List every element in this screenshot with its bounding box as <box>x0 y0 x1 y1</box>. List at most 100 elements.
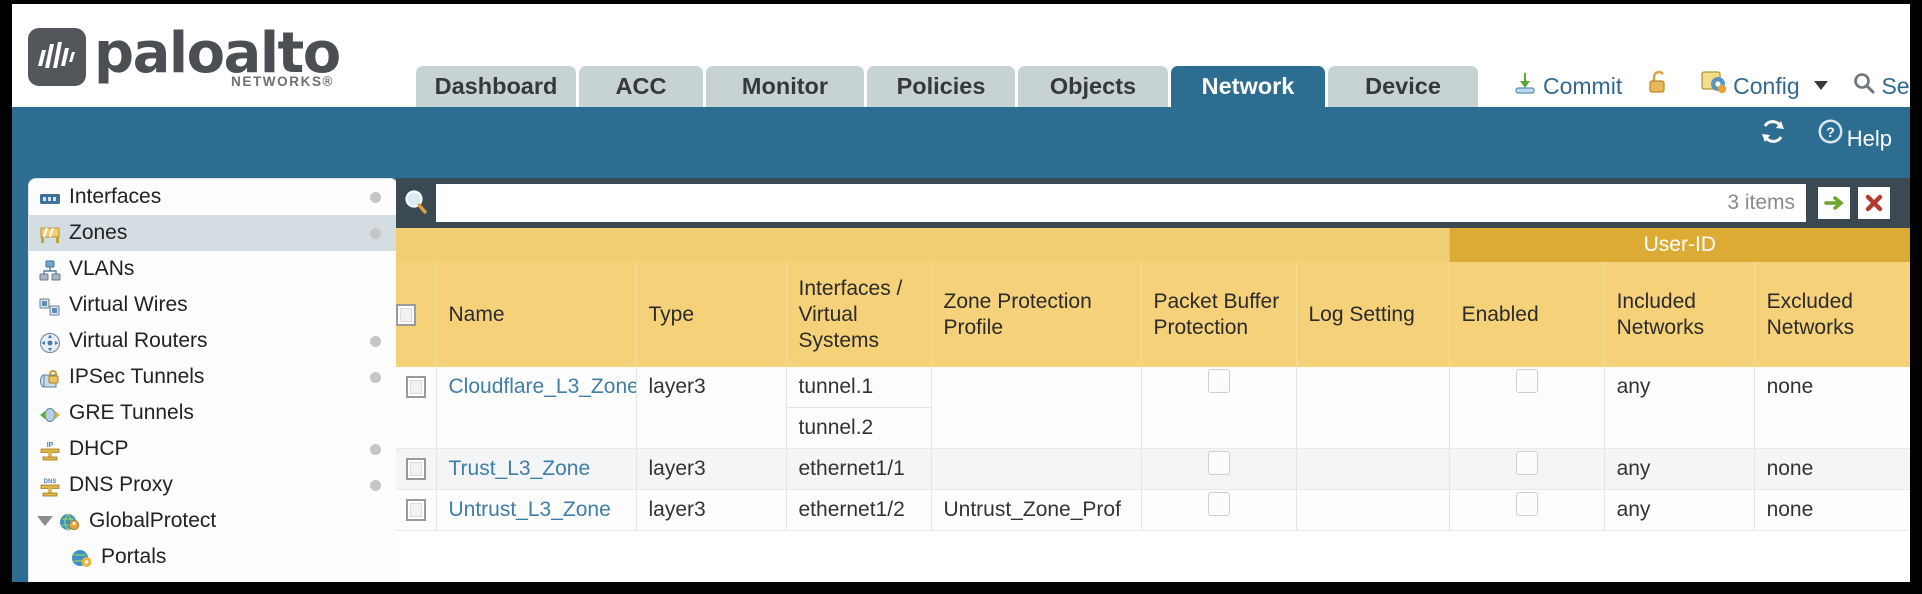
config-menu[interactable]: Config <box>1700 66 1829 106</box>
sidebar-item-gateways[interactable]: Gateways <box>29 575 397 582</box>
sidebar-item-gre-tunnels[interactable]: GRE Tunnels <box>29 395 397 431</box>
cell-included-networks: any <box>1603 489 1755 531</box>
column-header-type[interactable]: Type <box>635 262 786 367</box>
packet-buffer-protection-checkbox[interactable] <box>1207 369 1230 393</box>
column-header-pbp[interactable]: Packet Buffer Protection <box>1140 262 1296 367</box>
column-header-zpp[interactable]: Zone Protection Profile <box>930 262 1141 367</box>
sidebar-item-virtual-wires[interactable]: Virtual Wires <box>29 287 397 323</box>
row-select-cell[interactable] <box>396 367 436 449</box>
cell-packet-buffer-protection[interactable] <box>1140 367 1296 449</box>
cell-zone-protection-profile-value: Untrust_Zone_Prof <box>943 498 1121 521</box>
group-header-label: User-ID <box>1643 233 1716 256</box>
column-header-name[interactable]: Name <box>435 262 636 367</box>
cell-name[interactable]: Cloudflare_L3_Zone <box>435 367 637 449</box>
tab-label: Policies <box>896 73 986 99</box>
portals-icon <box>71 546 93 568</box>
refresh-button[interactable] <box>1759 119 1790 160</box>
help-icon: ? <box>1817 118 1844 158</box>
help-button[interactable]: ? Help <box>1817 119 1892 160</box>
tab-dashboard[interactable]: Dashboard <box>416 66 576 107</box>
row-select-cell[interactable] <box>396 448 436 490</box>
column-header-incl[interactable]: Included Networks <box>1603 262 1755 367</box>
sidebar-item-vlans[interactable]: VLANs <box>29 251 397 287</box>
userid-enabled-checkbox[interactable] <box>1515 492 1538 516</box>
cell-userid-enabled[interactable] <box>1448 489 1605 531</box>
packet-buffer-protection-checkbox[interactable] <box>1207 492 1230 516</box>
zone-name-link[interactable]: Trust_L3_Zone <box>448 457 591 480</box>
sidebar-item-zones[interactable]: Zones <box>29 215 397 251</box>
filter-input[interactable]: 3 items <box>436 184 1806 222</box>
cell-userid-enabled[interactable] <box>1448 448 1605 490</box>
cell-excluded-networks-value: none <box>1766 457 1814 480</box>
tab-label: ACC <box>615 73 667 99</box>
userid-enabled-checkbox[interactable] <box>1515 369 1538 393</box>
clear-filter-button[interactable] <box>1858 187 1890 219</box>
cell-excluded-networks-value: none <box>1766 375 1814 398</box>
tab-network[interactable]: Network <box>1171 66 1325 107</box>
column-header-select-all[interactable] <box>396 262 436 367</box>
column-header-label: Included Networks <box>1616 289 1705 339</box>
sidebar-item-globalprotect[interactable]: GlobalProtect <box>29 503 397 539</box>
cell-name[interactable]: Untrust_L3_Zone <box>435 489 636 531</box>
commit-button[interactable]: Commit <box>1512 66 1622 106</box>
tab-policies[interactable]: Policies <box>867 66 1015 107</box>
cell-log-setting <box>1295 448 1450 490</box>
table-group-header-row: User-ID <box>396 228 1910 262</box>
cell-packet-buffer-protection[interactable] <box>1140 489 1296 531</box>
search-button[interactable]: Search <box>1852 66 1910 106</box>
cell-included-networks: any <box>1603 448 1755 490</box>
sidebar-item-status-dot <box>370 372 381 383</box>
tab-objects[interactable]: Objects <box>1018 66 1168 107</box>
brand-name: paloalto <box>94 21 341 86</box>
chevron-down-icon[interactable] <box>37 516 53 526</box>
userid-enabled-checkbox[interactable] <box>1515 451 1538 475</box>
sidebar-item-virtual-routers[interactable]: Virtual Routers <box>29 323 397 359</box>
zone-name-link[interactable]: Untrust_L3_Zone <box>448 498 611 521</box>
commit-label: Commit <box>1543 73 1623 99</box>
sidebar-item-interfaces[interactable]: Interfaces <box>29 179 397 215</box>
packet-buffer-protection-checkbox[interactable] <box>1207 451 1230 475</box>
cell-packet-buffer-protection[interactable] <box>1140 448 1296 490</box>
table-group-header-blank <box>396 228 1450 262</box>
row-checkbox[interactable] <box>405 376 426 399</box>
sidebar-item-portals[interactable]: Portals <box>29 539 397 575</box>
interface-item: tunnel.1 <box>787 367 931 408</box>
cell-type: layer3 <box>635 489 786 531</box>
column-header-enabled[interactable]: Enabled <box>1448 262 1605 367</box>
cell-type: layer3 <box>635 448 786 490</box>
tab-monitor[interactable]: Monitor <box>706 66 864 107</box>
tab-device[interactable]: Device <box>1328 66 1478 107</box>
row-checkbox[interactable] <box>405 499 426 522</box>
item-count-label: 3 items <box>1727 191 1795 214</box>
column-header-label: Name <box>448 302 505 326</box>
tab-label: Objects <box>1049 73 1137 99</box>
column-header-ifaces[interactable]: Interfaces / Virtual Systems <box>785 262 931 367</box>
zone-name-link[interactable]: Cloudflare_L3_Zone <box>448 375 637 398</box>
sidebar-item-status-dot <box>370 336 381 347</box>
cell-name[interactable]: Trust_L3_Zone <box>435 448 636 490</box>
tab-acc[interactable]: ACC <box>579 66 703 107</box>
cell-included-networks-value: any <box>1616 498 1651 521</box>
row-select-cell[interactable] <box>396 489 436 531</box>
column-header-excl[interactable]: Excluded Networks <box>1753 262 1910 367</box>
unlock-button[interactable] <box>1647 66 1676 106</box>
cell-userid-enabled[interactable] <box>1448 367 1605 449</box>
sidebar-item-ipsec-tunnels[interactable]: IPSec Tunnels <box>29 359 397 395</box>
filter-search-icon[interactable] <box>402 188 430 216</box>
select-all-checkbox[interactable] <box>396 303 416 326</box>
chevron-down-icon <box>1814 81 1829 91</box>
virtual-routers-icon <box>39 330 61 353</box>
unlock-icon <box>1647 67 1671 107</box>
ipsec-tunnels-icon <box>39 366 61 388</box>
row-checkbox[interactable] <box>405 458 426 481</box>
column-header-log[interactable]: Log Setting <box>1295 262 1450 367</box>
gre-tunnels-icon <box>39 402 61 424</box>
apply-filter-button[interactable] <box>1818 187 1850 219</box>
